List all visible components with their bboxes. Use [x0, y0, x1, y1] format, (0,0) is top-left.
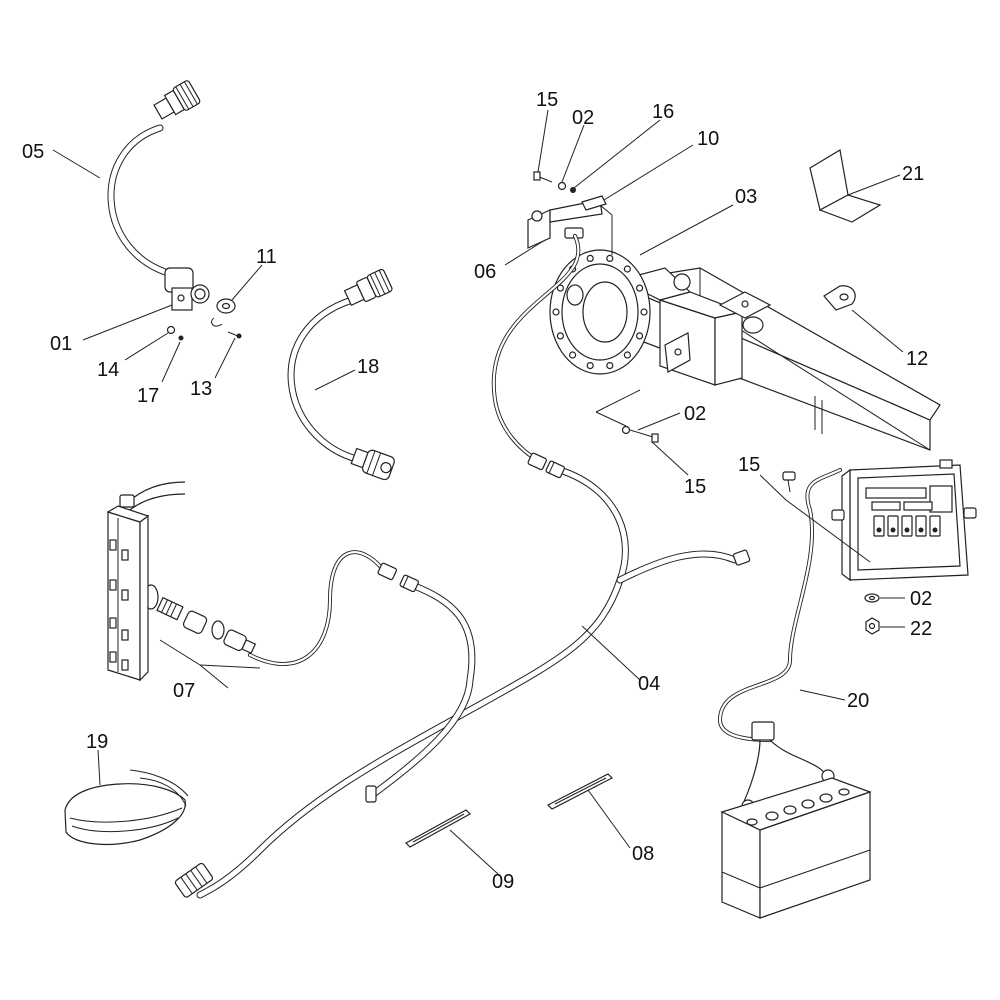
flange-bolt-hole	[606, 254, 614, 262]
label-13: 13	[190, 378, 212, 400]
flange-bolt-holes	[552, 254, 648, 370]
part-18-cable	[287, 268, 395, 481]
part-04-main-harness	[174, 452, 751, 899]
part-11-washer	[211, 298, 236, 327]
part-21-angle-bracket	[809, 149, 882, 223]
label-21: 21	[902, 163, 924, 185]
part-15-bolt-display	[782, 471, 796, 493]
part-08-cable-tie	[546, 773, 614, 810]
part-07-connector-cable	[143, 550, 419, 666]
part-13-screw	[227, 331, 242, 339]
part-06-sensor-bracket	[527, 199, 613, 255]
flange-bolt-hole	[623, 351, 632, 359]
label-06: 06	[474, 261, 496, 283]
part-20-power-cable	[717, 468, 842, 813]
part-12-clip	[823, 285, 856, 311]
part-19-gloves	[64, 769, 189, 845]
label-11: 11	[256, 246, 277, 268]
label-22: 22	[910, 618, 932, 640]
leader-lines	[52, 109, 905, 875]
flange-bolt-hole	[635, 332, 644, 340]
label-15-middle: 15	[684, 476, 706, 498]
flange-bolt-hole	[568, 351, 577, 359]
part-14-nut	[166, 325, 176, 335]
part-17-washer	[178, 335, 184, 341]
flange-bolt-hole	[552, 308, 560, 316]
part-10-plate	[581, 195, 607, 211]
label-15-display: 15	[738, 454, 760, 476]
label-16: 16	[652, 101, 674, 123]
flange-bolt-hole	[556, 332, 565, 340]
label-17: 17	[137, 385, 159, 407]
flange-bolt-hole	[586, 254, 594, 262]
flange-bolt-hole	[586, 362, 594, 370]
flange-bolt-hole	[635, 284, 644, 292]
mounting-column	[106, 481, 186, 682]
label-20: 20	[847, 690, 869, 712]
part-02-washer-display	[864, 593, 880, 603]
label-02-middle: 02	[684, 403, 706, 425]
part-01-socket	[164, 267, 210, 311]
part-15-bolt-middle	[629, 429, 659, 443]
part-02-washer-middle	[621, 425, 631, 435]
label-05: 05	[22, 141, 44, 163]
label-18: 18	[357, 356, 379, 378]
flange-bolt-hole	[606, 362, 614, 370]
part-02-washer-top	[557, 181, 567, 191]
label-10: 10	[697, 128, 719, 150]
label-08: 08	[632, 843, 654, 865]
flange-bolt-hole	[640, 308, 648, 316]
label-15-top: 15	[536, 89, 558, 111]
label-02-top: 02	[572, 107, 594, 129]
part-03-axle-flange	[549, 249, 941, 451]
display-unit	[831, 459, 977, 582]
part-16-nut-top	[570, 187, 576, 193]
battery	[720, 777, 872, 919]
label-12: 12	[906, 348, 928, 370]
label-03: 03	[735, 186, 757, 208]
part-09-cable-tie	[405, 809, 471, 848]
label-09: 09	[492, 871, 514, 893]
label-14: 14	[97, 359, 119, 381]
sensor-cable	[491, 234, 581, 464]
flange-bolt-hole	[556, 284, 565, 292]
flange-bolt-hole	[623, 265, 632, 273]
part-22-nut	[865, 617, 880, 635]
label-07: 07	[173, 680, 195, 702]
label-04: 04	[638, 673, 660, 695]
part-labels: 05 15 02 16 10 03 21 11 06 18 12 01 14 1…	[22, 89, 932, 893]
label-01: 01	[50, 333, 72, 355]
label-19: 19	[86, 731, 108, 753]
part-05-cable	[107, 80, 201, 279]
part-15-bolt-top	[533, 171, 553, 183]
label-02-display: 02	[910, 588, 932, 610]
